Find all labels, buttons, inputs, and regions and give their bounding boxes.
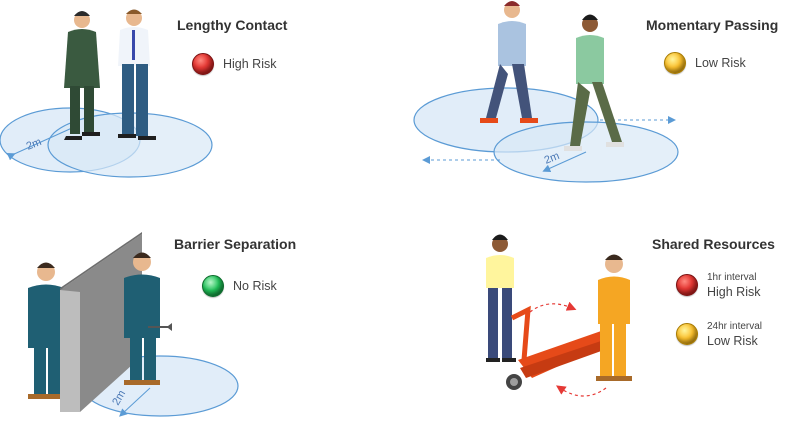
businessman-figure	[64, 11, 100, 140]
worker-figure	[596, 254, 632, 381]
office-worker-figure	[118, 9, 156, 140]
risk-indicator: Low Risk	[664, 52, 746, 74]
risk-label: High Risk	[223, 57, 277, 71]
distance-label: 2m	[543, 150, 562, 167]
risk-label: Low Risk	[695, 56, 746, 70]
walking-man-figure	[564, 14, 624, 151]
distance-label: 2m	[25, 136, 44, 153]
risk-indicator: High Risk	[192, 53, 277, 75]
woman-figure	[486, 234, 516, 362]
panel-title-lengthy-contact: Lengthy Contact	[177, 17, 288, 33]
pallet-jack	[506, 305, 608, 390]
barrier-separation-scene: 2m	[28, 232, 239, 417]
momentary-passing-scene: 2m	[413, 1, 679, 183]
risk-indicator: 24hr interval Low Risk	[676, 320, 762, 348]
risk-label: Low Risk	[707, 334, 758, 348]
barrier-wall	[60, 232, 142, 412]
panel-title-shared-resources: Shared Resources	[652, 236, 775, 252]
shared-resources-scene	[486, 234, 632, 397]
panel-title-barrier-separation: Barrier Separation	[174, 236, 297, 252]
green-light-icon	[202, 275, 224, 297]
yellow-light-icon	[676, 323, 698, 345]
panel-title-momentary-passing: Momentary Passing	[646, 17, 779, 33]
risk-label: No Risk	[233, 279, 277, 293]
walking-man-figure	[480, 1, 538, 123]
lengthy-contact-scene: 2m	[0, 9, 213, 178]
interval-label: 24hr interval	[707, 321, 763, 332]
yellow-light-icon	[664, 52, 686, 74]
red-light-icon	[676, 274, 698, 296]
risk-label: High Risk	[707, 285, 761, 299]
red-light-icon	[192, 53, 214, 75]
interval-label: 1hr interval	[707, 272, 757, 283]
risk-indicator: 1hr interval High Risk	[676, 271, 761, 299]
risk-indicator: No Risk	[202, 275, 277, 297]
worker-figure	[28, 262, 64, 399]
worker-figure	[124, 252, 172, 385]
